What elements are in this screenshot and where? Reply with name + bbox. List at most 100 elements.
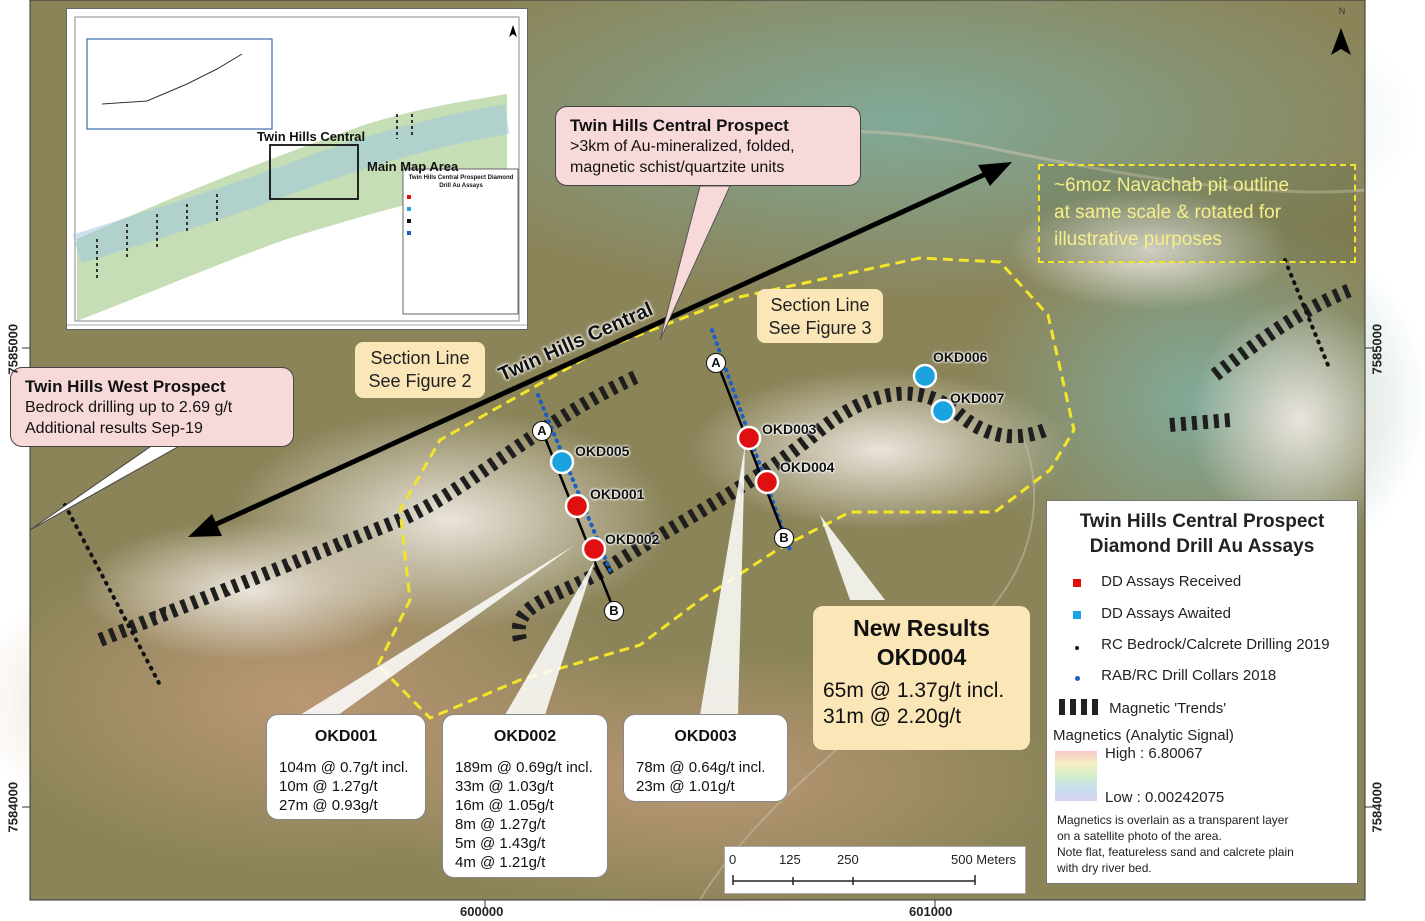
- result-line: 104m @ 0.7g/t incl.: [279, 759, 409, 776]
- west-prospect-line: Additional results Sep-19: [25, 420, 203, 437]
- west-prospect-callout: Twin Hills West Prospect Bedrock drillin…: [10, 367, 294, 447]
- inset-legend-awaited: [407, 207, 411, 211]
- drill-hole-okd005[interactable]: [549, 449, 575, 475]
- legend-swatch-rc: [1075, 645, 1079, 650]
- drill-hole-okd004[interactable]: [754, 469, 780, 495]
- drill-hole-okd007[interactable]: [930, 398, 956, 424]
- rc-bedrock-drill-line: [63, 503, 162, 687]
- drill-hole-okd002[interactable]: [581, 536, 607, 562]
- new-results-line: 31m @ 2.20g/t: [823, 705, 962, 728]
- legend-title: Twin Hills Central Prospect: [1079, 511, 1325, 532]
- trend-arrow-line: [208, 169, 992, 530]
- okd003-results-box: OKD003 78m @ 0.64g/t incl. 23m @ 1.01g/t: [623, 714, 788, 802]
- drill-hole-label: OKD006: [933, 349, 988, 365]
- inset-trends: [96, 114, 413, 279]
- legend-swatch-rab: [1074, 675, 1080, 681]
- northing-label: 7585000: [1369, 323, 1385, 375]
- section-marker-b: B: [774, 528, 794, 548]
- legend-item-awaited: DD Assays Awaited: [1057, 605, 1231, 623]
- easting-label: 600000: [460, 904, 504, 919]
- inset-legend-rc: [407, 219, 411, 223]
- legend-note-line: with dry river bed.: [1057, 861, 1152, 875]
- magnetic-trend: [511, 386, 1048, 642]
- sand-plain: [690, 370, 1070, 530]
- scale-tick-label: 0: [729, 852, 737, 867]
- magnetics-color-ramp: [1055, 751, 1097, 801]
- easting-label: 601000: [909, 904, 953, 919]
- result-line: 5m @ 1.43g/t: [455, 835, 546, 852]
- inset-licence-area: [86, 38, 273, 130]
- okd001-results-box: OKD001 104m @ 0.7g/t incl. 10m @ 1.27g/t…: [266, 714, 426, 820]
- legend-swatch-received: [1073, 578, 1081, 587]
- inset-main-map-label: Main Map Area: [367, 159, 459, 174]
- okd002-results-title: OKD002: [493, 728, 557, 745]
- result-line: 33m @ 1.03g/t: [455, 778, 554, 795]
- inset-legend-rab: [407, 231, 411, 235]
- drill-hole-label: OKD004: [780, 459, 835, 475]
- scale-tick-label: 500 Meters: [951, 852, 1017, 867]
- drill-hole-okd003[interactable]: [736, 425, 762, 451]
- result-line: 27m @ 0.93g/t: [279, 797, 378, 814]
- magnetic-trend-swatch: [1059, 699, 1098, 715]
- section-line-figure2-label: Section Line See Figure 2: [355, 342, 485, 398]
- new-results-okd004-callout: New Results OKD004 65m @ 1.37g/t incl. 3…: [813, 606, 1030, 750]
- drill-hole-label: OKD002: [605, 531, 660, 547]
- okd004-pointer: [820, 515, 885, 600]
- central-prospect-line: magnetic schist/quartzite units: [570, 159, 785, 176]
- okd002-results-box: OKD002 189m @ 0.69g/t incl. 33m @ 1.03g/…: [442, 714, 608, 878]
- legend-note: Magnetics is overlain as a transparent l…: [1057, 812, 1294, 876]
- section-line-text: See Figure 2: [368, 371, 472, 391]
- arrow-head-sw: [188, 514, 222, 537]
- result-line: 16m @ 1.05g/t: [455, 797, 554, 814]
- legend-item-rab-rc: RAB/RC Drill Collars 2018: [1057, 667, 1276, 685]
- legend-item-magnetic-trends: Magnetic 'Trends': [1057, 697, 1226, 721]
- new-results-title: OKD004: [876, 644, 967, 670]
- central-prospect-title: Twin Hills Central Prospect: [570, 116, 789, 135]
- legend-magnetics-title: Magnetics (Analytic Signal): [1053, 727, 1234, 744]
- inset-legend-received: [407, 195, 411, 199]
- result-line: 10m @ 1.27g/t: [279, 778, 378, 795]
- drill-hole-label: OKD001: [590, 486, 645, 502]
- north-arrow-icon: [1331, 28, 1351, 55]
- sand-plain: [1010, 190, 1290, 310]
- inset-north-arrow-icon: [509, 25, 517, 37]
- sand-plain: [80, 520, 420, 660]
- legend-label: RAB/RC Drill Collars 2018: [1101, 667, 1277, 684]
- west-prospect-line: Bedrock drilling up to 2.69 g/t: [25, 399, 233, 416]
- inset-locator-map: Twin Hills Central Main Map Area Twin Hi…: [66, 8, 528, 330]
- legend-label: DD Assays Received: [1101, 573, 1242, 590]
- inset-legend-box: [402, 168, 519, 315]
- central-prospect-callout: Twin Hills Central Prospect >3km of Au-m…: [555, 106, 861, 186]
- result-line: 189m @ 0.69g/t incl.: [455, 759, 593, 776]
- navachab-line: illustrative purposes: [1054, 229, 1222, 250]
- inset-title: Twin Hills Central: [257, 129, 366, 144]
- drill-hole-label: OKD005: [575, 443, 630, 459]
- central-prospect-line: >3km of Au-mineralized, folded,: [570, 138, 795, 155]
- legend-label: Magnetic 'Trends': [1109, 699, 1227, 717]
- section-marker-b: B: [604, 601, 624, 621]
- map-frame: [29, 0, 1366, 901]
- scale-tick-label: 250: [837, 852, 859, 867]
- okd001-pointer: [300, 545, 575, 715]
- result-line: 23m @ 1.01g/t: [636, 778, 735, 795]
- arrow-head-ne: [978, 162, 1012, 186]
- new-results-line: 65m @ 1.37g/t incl.: [823, 679, 1005, 702]
- drill-hole-okd006[interactable]: [912, 363, 938, 389]
- section-marker-a: A: [706, 353, 726, 373]
- legend-title: Diamond Drill Au Assays: [1089, 536, 1315, 557]
- prospect-boundary: [376, 256, 1076, 720]
- okd003-results-title: OKD003: [674, 728, 737, 745]
- legend-label: RC Bedrock/Calcrete Drilling 2019: [1101, 636, 1330, 653]
- result-line: 8m @ 1.27g/t: [455, 816, 546, 833]
- inset-road: [101, 53, 243, 105]
- drill-hole-okd001[interactable]: [564, 493, 590, 519]
- navachab-line: ~6moz Navachab pit outline: [1054, 175, 1290, 196]
- inset-magnetics-high: [72, 104, 510, 264]
- section-line-text: Section Line: [770, 295, 870, 315]
- legend-swatch-awaited: [1073, 610, 1081, 619]
- magnetic-trend: [1210, 283, 1353, 381]
- map-legend: Twin Hills Central Prospect Diamond Dril…: [1046, 500, 1358, 884]
- inset-canvas: [67, 16, 527, 326]
- section-line-text: See Figure 3: [768, 318, 872, 338]
